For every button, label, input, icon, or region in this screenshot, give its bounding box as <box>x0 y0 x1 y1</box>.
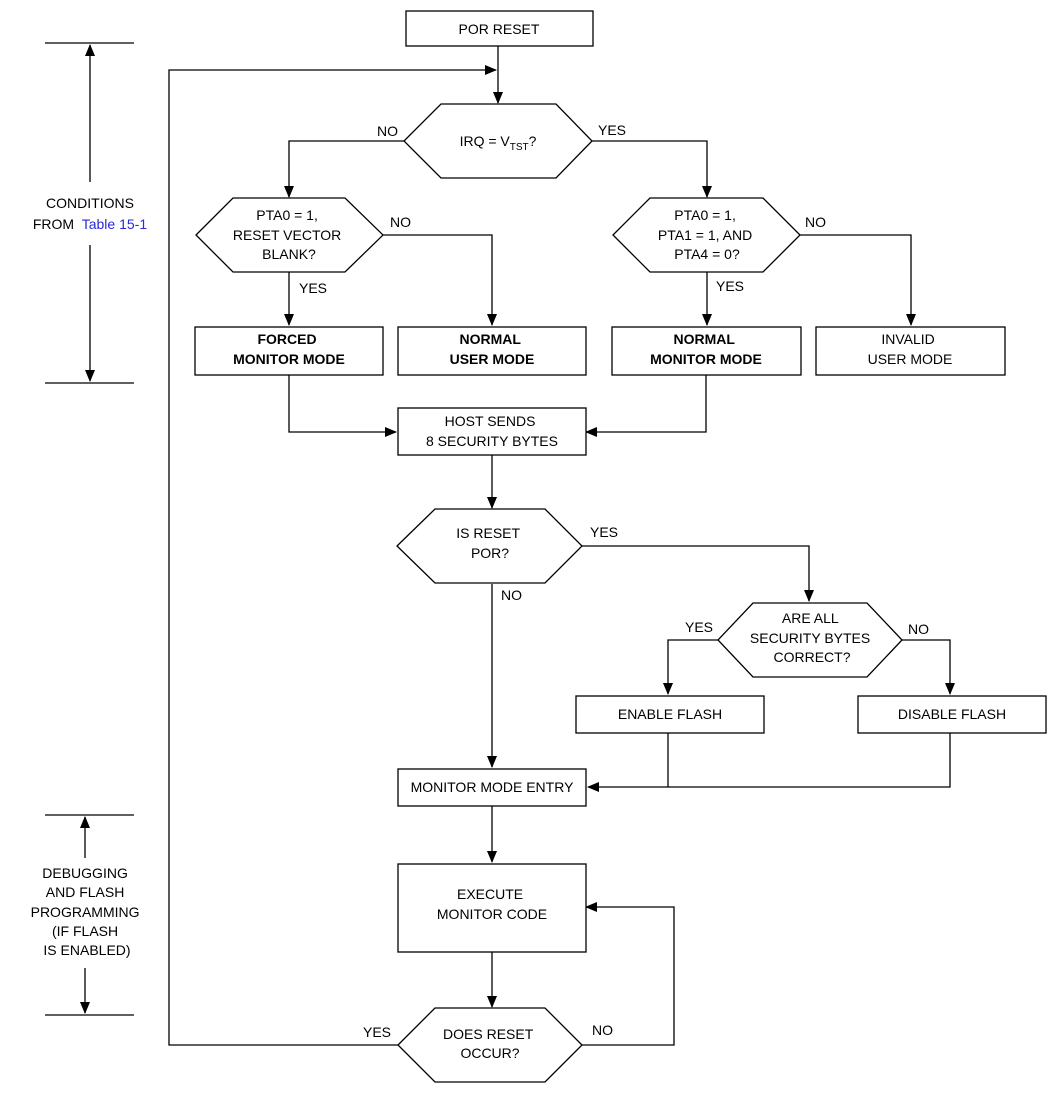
execute-monitor-code-label: EXECUTE MONITOR CODE <box>437 886 547 922</box>
debugging-line: AND FLASH <box>46 884 125 900</box>
connectors <box>168 46 955 1046</box>
decision-irq: IRQ = VTST? <box>403 103 593 179</box>
edge-label-pta0-no: NO <box>390 214 411 230</box>
conditions-source: FROM Table 15-1 <box>33 216 147 232</box>
conditions-label: CONDITIONS <box>46 195 134 211</box>
connector-security-yes <box>663 639 718 695</box>
is-reset-por-label: IS RESET POR? <box>456 525 523 561</box>
edge-label-irq-no: NO <box>377 123 398 139</box>
irq-text: IRQ = V <box>460 133 511 149</box>
security-line: ARE ALL <box>782 610 839 626</box>
does-reset-line: DOES RESET <box>443 1026 534 1042</box>
security-line: CORRECT? <box>773 649 850 665</box>
normal-user-mode-label: NORMAL USER MODE <box>450 331 535 367</box>
normal-monitor-line: MONITOR MODE <box>650 351 762 367</box>
pta-check-line: PTA1 = 1, AND <box>658 227 752 243</box>
normal-user-line: USER MODE <box>450 351 535 367</box>
conditions-bracket: CONDITIONS FROM Table 15-1 <box>33 42 147 384</box>
edge-label-reset-yes: YES <box>363 1024 391 1040</box>
node-normal-monitor-mode: NORMAL MONITOR MODE <box>611 326 802 376</box>
node-disable-flash: DISABLE FLASH <box>857 695 1047 734</box>
table-15-1-link[interactable]: Table 15-1 <box>82 216 148 232</box>
debugging-line: DEBUGGING <box>42 865 128 881</box>
node-por-reset: POR RESET <box>405 10 594 47</box>
node-host-sends: HOST SENDS 8 SECURITY BYTES <box>397 407 587 456</box>
irq-subscript: TST <box>510 142 529 153</box>
connector-reset-no-loop <box>582 902 675 1046</box>
security-line: SECURITY BYTES <box>750 630 870 646</box>
pta-check-line: PTA0 = 1, <box>674 207 736 223</box>
irq-question: ? <box>529 133 537 149</box>
node-enable-flash: ENABLE FLASH <box>575 695 765 734</box>
connector-pta0-no <box>383 234 497 326</box>
does-reset-line: OCCUR? <box>460 1045 519 1061</box>
connector-irq-yes <box>592 140 712 198</box>
execute-line: EXECUTE <box>457 886 523 902</box>
edge-label-is-reset-no: NO <box>501 587 522 603</box>
connector-forced-to-host <box>288 375 397 437</box>
invalid-user-line: USER MODE <box>868 351 953 367</box>
edge-label-security-yes: YES <box>685 619 713 635</box>
edge-label-security-no: NO <box>908 621 929 637</box>
normal-user-line: NORMAL <box>459 331 521 347</box>
edge-label-is-reset-yes: YES <box>590 524 618 540</box>
is-reset-line: POR? <box>471 545 509 561</box>
pta0-line: PTA0 = 1, <box>256 207 318 223</box>
host-sends-line: 8 SECURITY BYTES <box>426 433 558 449</box>
connector-security-no <box>902 639 955 695</box>
edge-label-pta-check-no: NO <box>805 214 826 230</box>
edge-label-pta0-yes: YES <box>299 280 327 296</box>
connector-irq-no <box>284 140 404 198</box>
monitor-mode-entry-label: MONITOR MODE ENTRY <box>411 779 574 795</box>
debugging-label: DEBUGGING AND FLASH PROGRAMMING (IF FLAS… <box>31 865 144 958</box>
pta-check-line: PTA4 = 0? <box>674 246 740 262</box>
invalid-user-line: INVALID <box>881 331 934 347</box>
is-reset-line: IS RESET <box>456 525 520 541</box>
normal-monitor-line: NORMAL <box>673 331 735 347</box>
disable-flash-label: DISABLE FLASH <box>898 706 1006 722</box>
debugging-line: IS ENABLED) <box>43 942 130 958</box>
pta-check-label: PTA0 = 1, PTA1 = 1, AND PTA4 = 0? <box>658 207 756 262</box>
node-invalid-user-mode: INVALID USER MODE <box>815 326 1006 376</box>
connector-is-reset-yes <box>582 545 814 602</box>
node-forced-monitor-mode: FORCED MONITOR MODE <box>194 326 384 376</box>
pta0-line: RESET VECTOR <box>233 227 341 243</box>
forced-monitor-line: MONITOR MODE <box>233 351 345 367</box>
normal-monitor-mode-label: NORMAL MONITOR MODE <box>650 331 762 367</box>
enable-flash-label: ENABLE FLASH <box>618 706 722 722</box>
por-reset-label: POR RESET <box>459 21 540 37</box>
debugging-line: PROGRAMMING <box>31 904 140 920</box>
forced-monitor-line: FORCED <box>257 331 316 347</box>
connector-reset-yes-loop <box>168 65 497 1046</box>
decision-pta-check: PTA0 = 1, PTA1 = 1, AND PTA4 = 0? <box>612 197 801 273</box>
host-sends-line: HOST SENDS <box>445 413 536 429</box>
node-monitor-mode-entry: MONITOR MODE ENTRY <box>397 768 587 807</box>
invalid-user-mode-label: INVALID USER MODE <box>868 331 953 367</box>
decision-does-reset-occur: DOES RESET OCCUR? <box>397 1007 583 1083</box>
pta0-line: BLANK? <box>262 246 316 262</box>
connector-pta-check-no <box>800 234 916 326</box>
does-reset-label: DOES RESET OCCUR? <box>443 1026 537 1061</box>
security-bytes-label: ARE ALL SECURITY BYTES CORRECT? <box>750 610 874 665</box>
conditions-from-text: FROM <box>33 216 74 232</box>
decision-is-reset-por: IS RESET POR? <box>396 508 583 584</box>
execute-line: MONITOR CODE <box>437 906 547 922</box>
forced-monitor-mode-label: FORCED MONITOR MODE <box>233 331 345 367</box>
pta0-label: PTA0 = 1, RESET VECTOR BLANK? <box>233 207 345 262</box>
debugging-bracket: DEBUGGING AND FLASH PROGRAMMING (IF FLAS… <box>31 814 144 1016</box>
edge-label-reset-no: NO <box>592 1022 613 1038</box>
decision-pta0-reset-vector: PTA0 = 1, RESET VECTOR BLANK? <box>195 197 384 273</box>
edge-label-irq-yes: YES <box>598 122 626 138</box>
edge-labels: NO YES NO YES NO YES YES NO YES NO YES N… <box>299 122 929 1040</box>
edge-label-pta-check-yes: YES <box>716 278 744 294</box>
host-sends-label: HOST SENDS 8 SECURITY BYTES <box>426 413 558 449</box>
connector-normal-monitor-to-host <box>585 375 707 437</box>
connector-disable-flash-to-entry <box>587 733 951 792</box>
node-execute-monitor-code: EXECUTE MONITOR CODE <box>397 863 587 953</box>
irq-label: IRQ = VTST? <box>460 133 537 153</box>
debugging-line: (IF FLASH <box>52 923 118 939</box>
decision-security-bytes: ARE ALL SECURITY BYTES CORRECT? <box>717 602 903 678</box>
node-normal-user-mode: NORMAL USER MODE <box>397 326 587 376</box>
